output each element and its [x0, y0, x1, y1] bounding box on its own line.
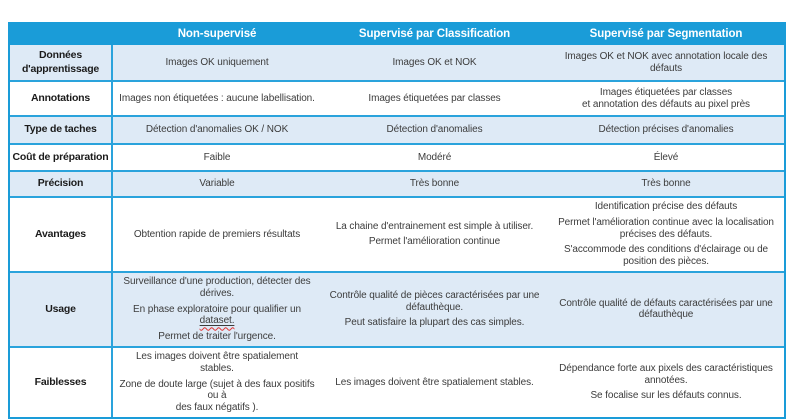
column-header-empty: [10, 22, 113, 45]
table-cell: Contrôle qualité de défauts caractérisée…: [559, 297, 773, 321]
table-cell: Très bonne: [641, 178, 691, 190]
table-cell: Dépendance forte aux pixels des caractér…: [559, 362, 773, 402]
table-cell: Contrôle qualité de pièces caractérisées…: [329, 289, 540, 329]
table-row-precision: Précision Variable Très bonne Très bonne: [10, 172, 784, 198]
table-row-avantages: Avantages Obtention rapide de premiers r…: [10, 198, 784, 273]
table-cell: Images OK et NOK: [392, 56, 477, 68]
row-label: Annotations: [10, 82, 113, 115]
table-row-cout-de-preparation: Coût de préparation Faible Modéré Élevé: [10, 145, 784, 172]
table-cell: Détection d'anomalies OK / NOK: [145, 124, 289, 136]
table-cell: Détection d'anomalies: [386, 124, 483, 136]
sentence-with-misspelling: En phase exploratoire pour qualifier un …: [133, 303, 301, 327]
table-cell: Les images doivent être spatialement sta…: [119, 350, 315, 414]
misspelled-word: dataset.: [199, 315, 235, 327]
table-header-row: Non-supervisé Supervisé par Classificati…: [10, 22, 784, 45]
column-header-supervise-classification: Supervisé par Classification: [358, 27, 511, 40]
column-header-supervise-segmentation: Supervisé par Segmentation: [589, 27, 743, 40]
table-cell: Surveillance d'une production, détecter …: [113, 273, 321, 346]
table-cell: Très bonne: [409, 178, 460, 190]
table-cell: Élevé: [653, 151, 679, 163]
table-cell: Les images doivent être spatialement sta…: [335, 376, 534, 388]
table-row-faiblesses: Faiblesses Les images doivent être spati…: [10, 347, 784, 417]
row-label: Données d'apprentissage: [10, 45, 113, 80]
table-cell: Obtention rapide de premiers résultats: [133, 228, 301, 240]
table-cell: La chaine d'entrainement est simple à ut…: [335, 220, 534, 248]
row-label: Usage: [10, 272, 113, 346]
table-cell: Images non étiquetées : aucune labellisa…: [119, 92, 315, 104]
table-cell: Modéré: [417, 151, 452, 163]
table-cell: Images OK uniquement: [165, 56, 269, 68]
row-label: Faiblesses: [10, 347, 113, 417]
table-cell: Images étiquetées par classes et annotat…: [582, 86, 750, 110]
column-header-non-supervise: Non-supervisé: [177, 27, 257, 40]
row-label: Avantages: [10, 198, 113, 271]
table-cell: Images OK et NOK avec annotation locale …: [564, 50, 768, 74]
row-label: Coût de préparation: [10, 145, 113, 170]
row-label: Type de taches: [10, 117, 113, 143]
table-cell: Détection précises d'anomalies: [598, 124, 734, 136]
table-cell: Images étiquetées par classes: [368, 92, 501, 104]
row-label: Précision: [10, 172, 113, 196]
comparison-table: Non-supervisé Supervisé par Classificati…: [8, 22, 786, 419]
table-row-annotations: Annotations Images non étiquetées : aucu…: [10, 82, 784, 117]
table-row-usage: Usage Surveillance d'une production, dét…: [10, 272, 784, 348]
table-cell: Variable: [199, 178, 235, 190]
table-row-donnees-apprentissage: Données d'apprentissage Images OK unique…: [10, 45, 784, 82]
table-cell: Faible: [203, 151, 231, 163]
table-row-type-de-taches: Type de taches Détection d'anomalies OK …: [10, 117, 784, 145]
